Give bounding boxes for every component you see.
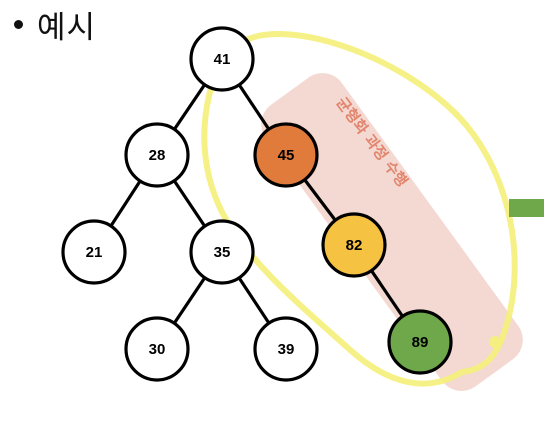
tree-node-39: 39 xyxy=(253,316,319,382)
green-arrow-icon xyxy=(509,199,544,217)
highlight-outline xyxy=(201,31,518,387)
slide-heading: 예시 xyxy=(8,4,97,46)
node-circle xyxy=(124,316,190,382)
rebalancing-band xyxy=(261,73,523,391)
tree-node-35: 35 xyxy=(189,219,255,285)
tree-node-45: 45 xyxy=(253,122,319,188)
node-label: 21 xyxy=(86,244,103,261)
node-label: 89 xyxy=(412,334,429,351)
node-circle xyxy=(253,316,319,382)
tree-node-30: 30 xyxy=(124,316,190,382)
tree-nodes: 41 28 45 21 35 82 30 39 89 xyxy=(61,26,453,382)
tree-node-28: 28 xyxy=(124,122,190,188)
node-circle xyxy=(124,122,190,188)
tree-node-41: 41 xyxy=(189,26,255,92)
node-label: 35 xyxy=(214,244,231,261)
node-circle xyxy=(253,122,319,188)
node-label: 39 xyxy=(278,341,295,358)
bullet-dot-icon xyxy=(14,19,23,29)
slide-title: 예시 xyxy=(37,9,97,46)
loop-end-mark xyxy=(489,336,501,348)
node-circle xyxy=(387,309,453,375)
yellow-highlight-loop xyxy=(201,31,518,387)
node-label: 82 xyxy=(346,237,363,254)
node-label: 30 xyxy=(149,341,166,358)
node-circle xyxy=(61,219,127,285)
node-label: 45 xyxy=(278,147,295,164)
node-circle xyxy=(189,219,255,285)
tree-node-82: 82 xyxy=(321,212,387,278)
node-label: 41 xyxy=(214,51,231,68)
tree-node-89: 89 xyxy=(387,309,453,375)
node-circle xyxy=(189,26,255,92)
rebalancing-highlight-band xyxy=(261,73,523,391)
tree-node-21: 21 xyxy=(61,219,127,285)
node-label: 28 xyxy=(149,147,166,164)
node-circle xyxy=(321,212,387,278)
